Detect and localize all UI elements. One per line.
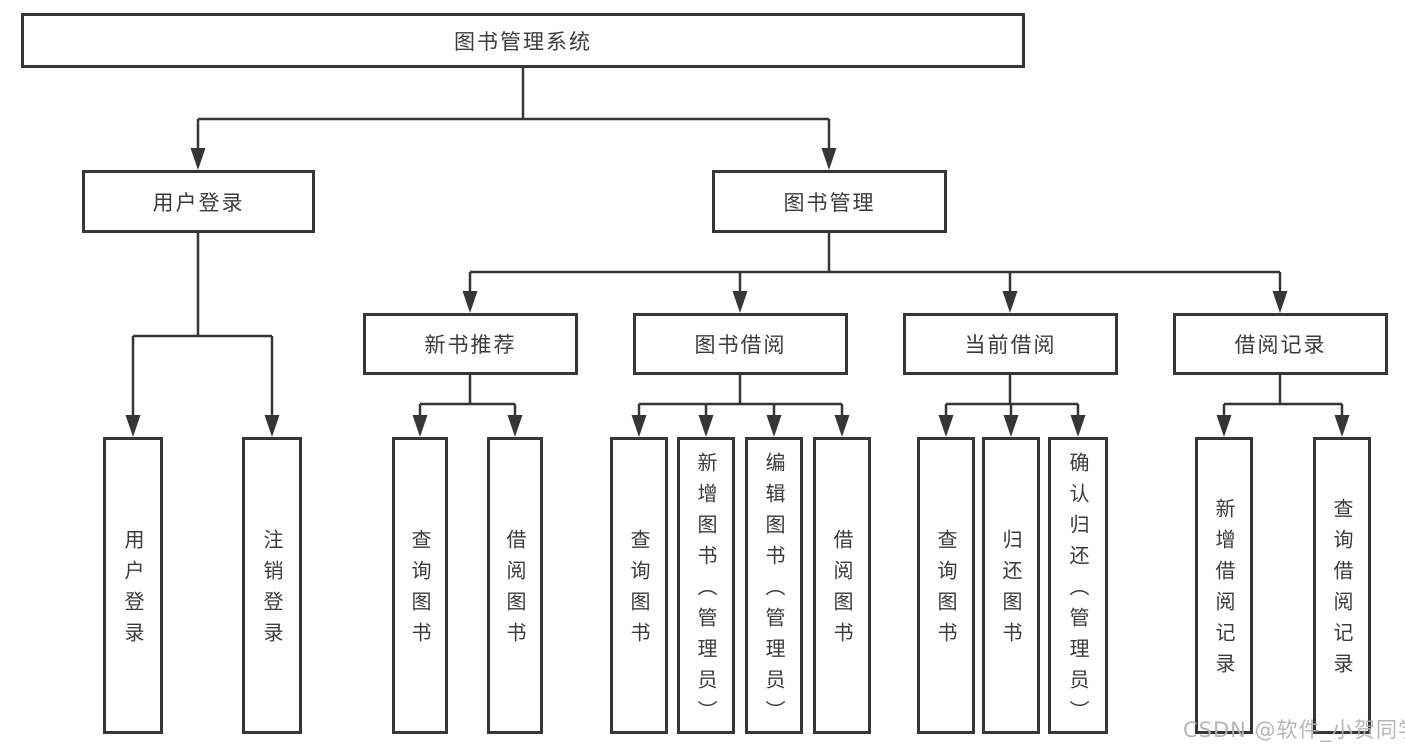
leaf-add-book-admin: 新增图书（管理员） [677,437,735,734]
node-library-system-label: 图书管理系统 [454,29,592,54]
leaf-query-books-current: 查询图书 [917,437,975,734]
leaf-user-login: 用户登录 [103,437,163,734]
leaf-return-books: 归还图书 [982,437,1040,734]
node-new-book-recommend-label: 新书推荐 [424,333,517,357]
leaf-edit-book-admin-label: 编辑图书（管理员） [762,451,786,731]
leaf-return-books-label: 归还图书 [999,529,1023,653]
leaf-query-borrow-record-label: 查询借阅记录 [1330,498,1354,684]
leaf-query-borrow-record: 查询借阅记录 [1313,437,1371,734]
arrowheads [125,148,1350,437]
node-new-book-recommend: 新书推荐 [363,313,578,375]
node-current-borrowing-label: 当前借阅 [964,333,1057,357]
leaf-add-book-admin-label: 新增图书（管理员） [694,451,718,731]
node-book-borrowing: 图书借阅 [633,313,848,375]
leaf-edit-book-admin: 编辑图书（管理员） [745,437,803,734]
node-borrowing-records: 借阅记录 [1173,313,1388,375]
leaf-add-borrow-record-label: 新增借阅记录 [1212,498,1236,684]
leaf-logout-label: 注销登录 [260,529,284,653]
leaf-query-books-recommend: 查询图书 [392,437,448,734]
leaf-borrow-books-borrowing-label: 借阅图书 [830,529,854,653]
leaf-borrow-books-recommend: 借阅图书 [487,437,543,734]
leaf-add-borrow-record: 新增借阅记录 [1195,437,1253,734]
leaf-query-books-borrowing: 查询图书 [610,437,668,734]
leaf-query-books-current-label: 查询图书 [934,529,958,653]
node-user-login: 用户登录 [82,170,315,233]
leaf-user-login-label: 用户登录 [121,529,145,653]
node-borrowing-records-label: 借阅记录 [1234,333,1327,357]
node-user-login-label: 用户登录 [152,190,245,215]
node-book-management: 图书管理 [712,170,947,233]
node-current-borrowing: 当前借阅 [903,313,1118,375]
leaf-confirm-return-admin: 确认归还（管理员） [1048,437,1108,734]
node-book-management-label: 图书管理 [783,190,876,215]
node-library-system: 图书管理系统 [21,13,1025,68]
leaf-borrow-books-recommend-label: 借阅图书 [503,529,527,653]
leaf-query-books-recommend-label: 查询图书 [408,529,432,653]
leaf-borrow-books-borrowing: 借阅图书 [813,437,871,734]
leaf-logout: 注销登录 [242,437,302,734]
node-book-borrowing-label: 图书借阅 [694,333,787,357]
leaf-query-books-borrowing-label: 查询图书 [627,529,651,653]
leaf-confirm-return-admin-label: 确认归还（管理员） [1066,451,1090,731]
watermark: CSDN @软件_小贺同学 [1183,718,1405,742]
